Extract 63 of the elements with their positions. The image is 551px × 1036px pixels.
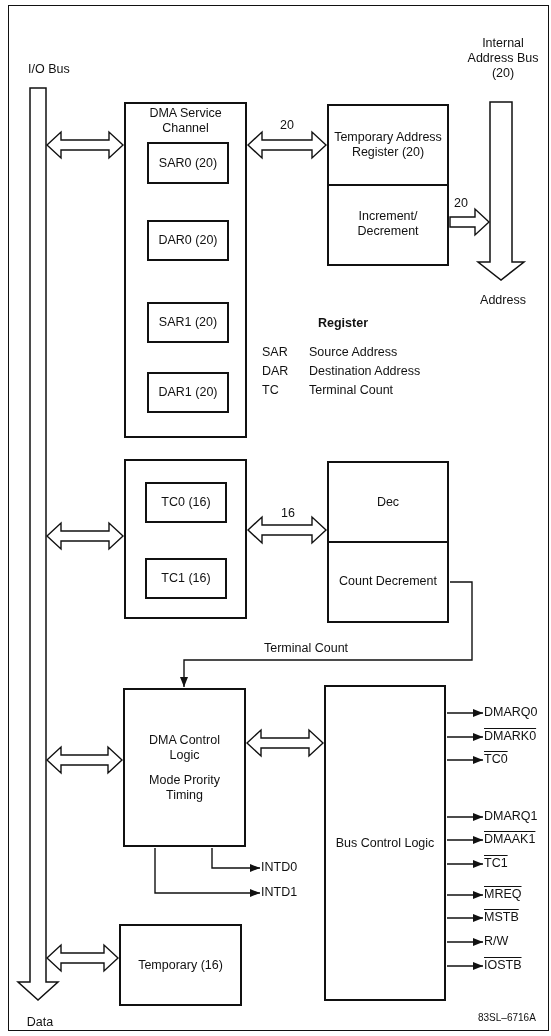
signal-arrow	[446, 962, 484, 970]
group-box	[124, 459, 247, 619]
signal-arrow	[446, 836, 484, 844]
figure-number: 83SL–6716A	[478, 1012, 536, 1024]
key-abbreviation: SAR	[262, 345, 288, 360]
bus-label: Internal Address Bus (20)	[466, 36, 540, 81]
signal-arrow	[446, 914, 484, 922]
signal-label: TC0	[484, 752, 550, 768]
signal-label: DMARQ1	[484, 809, 550, 825]
signal-label: TC1	[484, 856, 550, 872]
decrementer-box: Dec	[327, 461, 449, 543]
signal-label: DMARQ0	[484, 705, 550, 721]
bus-transfer-arrow	[45, 745, 124, 775]
bus-transfer-arrow	[449, 207, 491, 237]
bus-transfer-arrow	[45, 130, 125, 160]
key-abbreviation: DAR	[262, 364, 289, 379]
box-title: DMA Control Logic	[148, 732, 221, 763]
signal-arrow	[446, 756, 484, 764]
signal-arrow	[446, 891, 484, 899]
register-box: TC1 (16)	[145, 558, 227, 599]
signal-arrow	[211, 847, 261, 872]
signal-arrow	[446, 860, 484, 868]
decrementer-box: Count Decrement	[327, 541, 449, 623]
register-box: TC0 (16)	[145, 482, 227, 523]
register-box: SAR1 (20)	[147, 302, 229, 343]
signal-label: INTD0	[261, 860, 321, 876]
bus-control-box: Bus Control Logic	[324, 685, 446, 1001]
signal-arrow	[446, 709, 484, 717]
register-box: SAR0 (20)	[147, 142, 229, 184]
signal-arrow	[446, 938, 484, 946]
incrementer-box: Increment/ Decrement	[327, 184, 449, 266]
box-text: Mode Prority Timing	[148, 772, 221, 803]
signal-label: MREQ	[484, 887, 550, 903]
signal-arrow	[446, 733, 484, 741]
signal-arrow	[180, 581, 473, 688]
register-box: DAR1 (20)	[147, 372, 229, 413]
signal-label: R/W	[484, 934, 550, 950]
bus-transfer-arrow	[45, 943, 120, 973]
bus-transfer-arrow	[245, 728, 325, 758]
key-text: Destination Address	[309, 364, 421, 379]
key-heading: Register	[318, 316, 369, 331]
bus-transfer-arrow	[246, 515, 328, 545]
register-box: Temporary (16)	[119, 924, 242, 1006]
bus-label: I/O Bus	[28, 62, 71, 77]
bus-label: Address	[479, 293, 527, 308]
signal-arrow	[446, 813, 484, 821]
bus-transfer-arrow	[45, 521, 125, 551]
key-text: Terminal Count	[309, 383, 394, 398]
channel-box	[124, 102, 247, 438]
register-box: DAR0 (20)	[147, 220, 229, 261]
signal-label: DMARK0	[484, 729, 550, 745]
signal-label: MSTB	[484, 910, 550, 926]
signal-label: DMAAK1	[484, 832, 550, 848]
signal-label: IOSTB	[484, 958, 550, 974]
key-abbreviation: TC	[262, 383, 279, 398]
bus-transfer-arrow	[246, 130, 328, 160]
control-logic-box	[123, 688, 246, 847]
register-box: Temporary Address Register (20)	[327, 104, 449, 186]
signal-label: INTD1	[261, 885, 321, 901]
bus-label: Data	[25, 1015, 55, 1030]
key-text: Source Address	[309, 345, 398, 360]
signal-arrow	[154, 847, 261, 897]
box-title: DMA Service Channel	[148, 106, 223, 136]
